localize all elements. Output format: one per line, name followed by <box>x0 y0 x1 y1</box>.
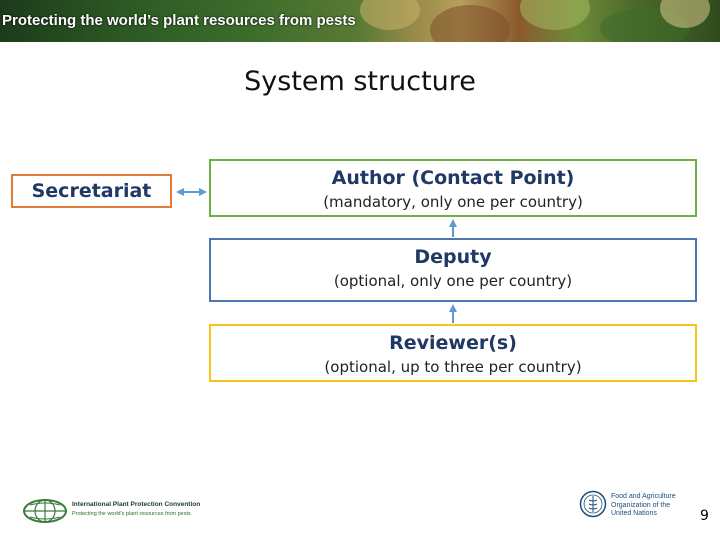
fao-emblem-icon <box>579 490 607 518</box>
fao-logo: Food and Agriculture Organization of the… <box>579 490 689 522</box>
reviewer-label: Reviewer(s) <box>211 332 695 354</box>
fao-line: Food and Agriculture <box>611 493 691 502</box>
page-number: 9 <box>700 508 709 524</box>
fao-name: Food and Agriculture Organization of the… <box>611 493 691 519</box>
deputy-box: Deputy (optional, only one per country) <box>209 238 697 302</box>
secretariat-label: Secretariat <box>13 176 170 206</box>
ippc-tagline: Protecting the world's plant resources f… <box>72 511 191 517</box>
author-box: Author (Contact Point) (mandatory, only … <box>209 159 697 217</box>
reviewer-note: (optional, up to three per country) <box>211 358 695 376</box>
reviewer-box: Reviewer(s) (optional, up to three per c… <box>209 324 697 382</box>
secretariat-box: Secretariat <box>11 174 172 208</box>
author-label: Author (Contact Point) <box>211 167 695 189</box>
deputy-label: Deputy <box>211 246 695 268</box>
fao-line: United Nations <box>611 510 691 519</box>
globe-icon <box>22 497 68 525</box>
author-note: (mandatory, only one per country) <box>211 193 695 211</box>
ippc-logo: International Plant Protection Conventio… <box>22 497 212 525</box>
fao-line: Organization of the <box>611 502 691 511</box>
deputy-note: (optional, only one per country) <box>211 272 695 290</box>
ippc-name: International Plant Protection Conventio… <box>72 501 200 508</box>
